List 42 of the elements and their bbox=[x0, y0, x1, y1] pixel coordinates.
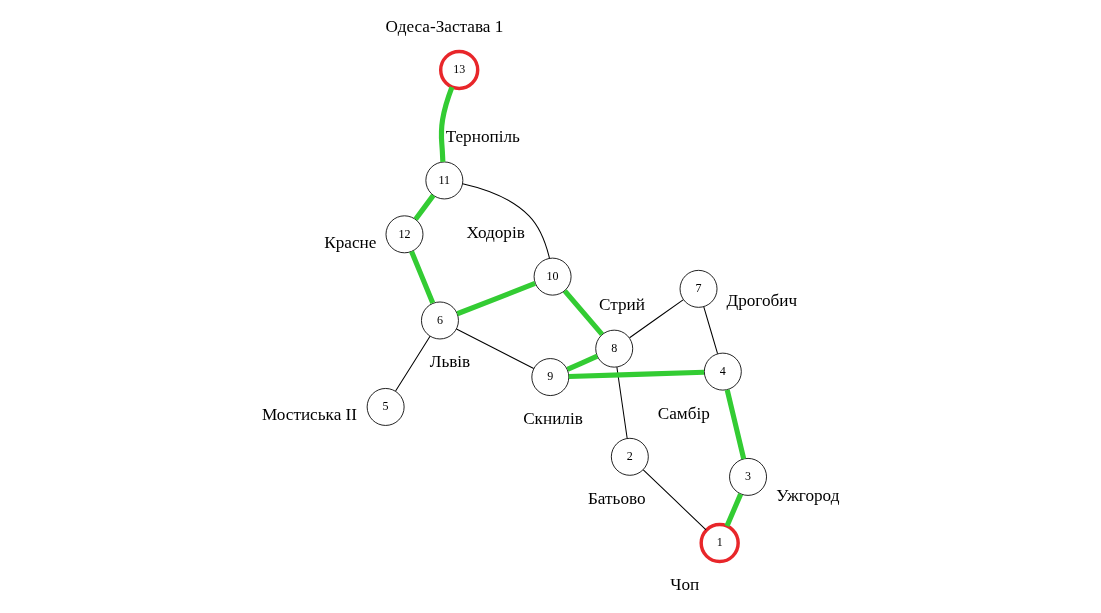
node-label: Ужгород bbox=[776, 485, 840, 505]
node-label: Одеса-Застава 1 bbox=[385, 16, 504, 36]
node-circle: 8 bbox=[595, 329, 634, 368]
node-label: Самбір bbox=[657, 403, 710, 423]
connector bbox=[642, 469, 707, 531]
connector bbox=[616, 366, 628, 439]
connector bbox=[462, 183, 550, 259]
connector bbox=[629, 299, 684, 339]
connector bbox=[455, 328, 535, 370]
connector bbox=[456, 281, 536, 317]
connector bbox=[724, 493, 744, 528]
node-label: Ходорів bbox=[466, 223, 525, 243]
node-label: Чоп bbox=[670, 574, 700, 594]
connector bbox=[409, 250, 436, 305]
node-label: Скнилів bbox=[523, 408, 583, 428]
node-label: Батьово bbox=[588, 488, 646, 508]
node-circle: 11 bbox=[425, 161, 464, 200]
node-label: Дрогобич bbox=[726, 291, 798, 311]
node-circle: 12 bbox=[385, 215, 424, 254]
node-circle: 5 bbox=[366, 388, 405, 426]
node-label: Красне bbox=[324, 232, 377, 252]
connector bbox=[566, 353, 599, 372]
connector bbox=[568, 369, 705, 380]
node-circle: 9 bbox=[531, 358, 570, 396]
node-circle: 2 bbox=[610, 437, 649, 476]
node-label: Мостиська II bbox=[261, 405, 358, 425]
connector bbox=[724, 389, 747, 460]
connector bbox=[395, 335, 431, 392]
node-circle: 1 bbox=[699, 522, 740, 564]
node-circle: 10 bbox=[533, 257, 572, 296]
node-label: Стрий bbox=[599, 295, 645, 315]
connector bbox=[413, 193, 436, 221]
node-circle: 3 bbox=[729, 457, 767, 496]
node-circle: 7 bbox=[679, 269, 718, 308]
connector bbox=[562, 289, 604, 337]
node-circle: 13 bbox=[439, 49, 480, 91]
node-circle: 4 bbox=[703, 352, 742, 391]
connector bbox=[438, 86, 455, 162]
node-circle: 6 bbox=[421, 301, 459, 340]
node-label: Львів bbox=[429, 352, 471, 372]
connector bbox=[703, 306, 719, 355]
node-label: Тернопіль bbox=[445, 127, 520, 147]
